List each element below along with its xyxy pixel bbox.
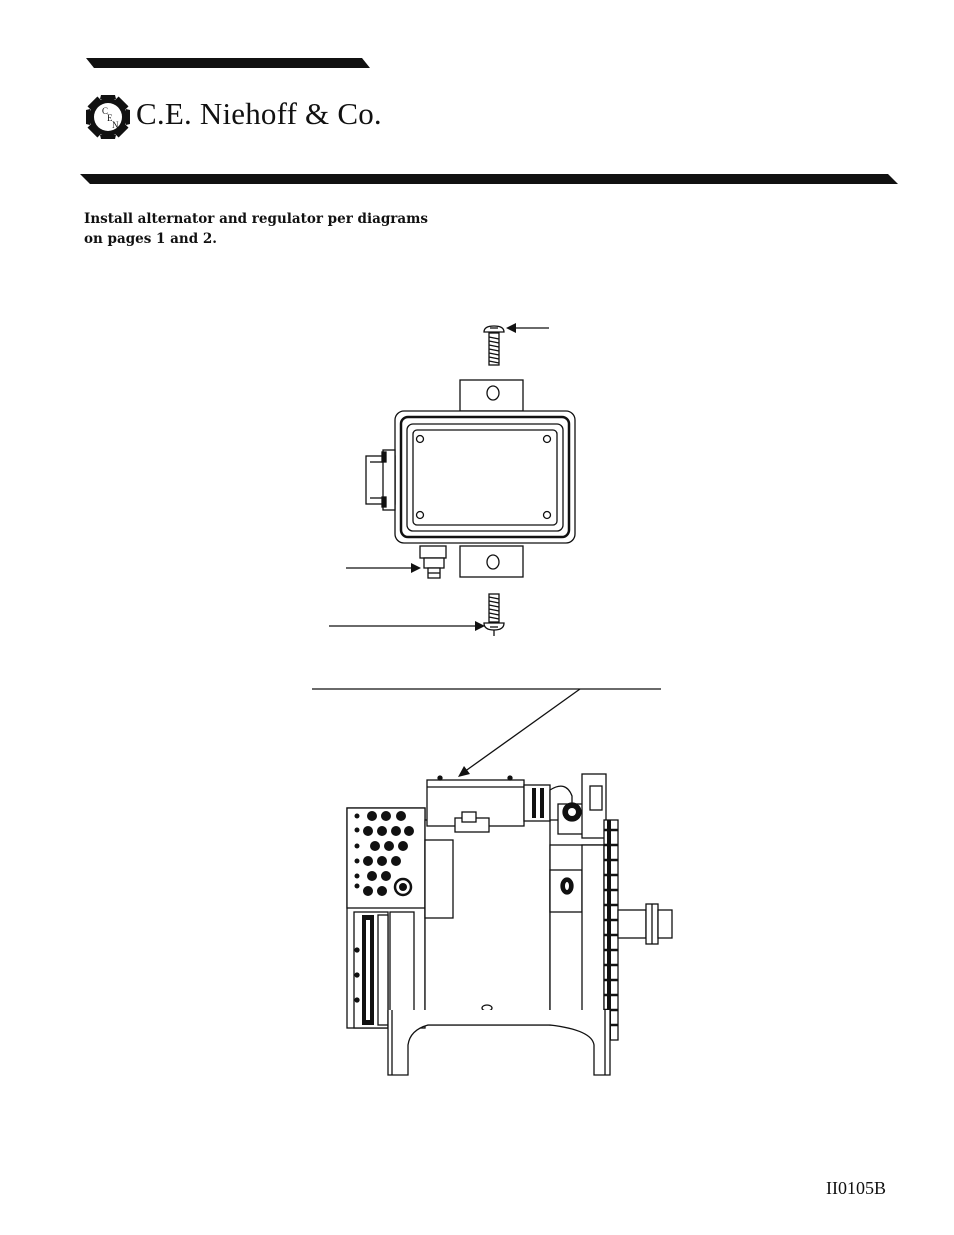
cooling-fan xyxy=(603,819,619,1041)
alternator-side-view-diagram xyxy=(346,773,673,1076)
logo-letter-c: C xyxy=(102,106,108,116)
top-mounting-tab xyxy=(459,379,524,412)
regulator-housing xyxy=(394,410,576,544)
mounting-feet xyxy=(387,1010,611,1076)
terminal-stud xyxy=(557,773,607,839)
header-top-bar xyxy=(86,58,370,68)
instructions-text: Install alternator and regulator per dia… xyxy=(84,209,428,249)
top-screw-icon xyxy=(483,325,505,366)
instructions-line-1: Install alternator and regulator per dia… xyxy=(84,211,429,227)
rectifier-vents xyxy=(354,811,414,896)
company-name: C.E. Niehoff & Co. xyxy=(136,96,382,131)
regulator-mounting-diagram xyxy=(329,323,576,636)
callout-leader xyxy=(312,688,661,777)
bottom-screw-icon xyxy=(483,593,505,636)
cen-gear-logo-icon: C E N xyxy=(86,95,130,139)
side-connector xyxy=(365,449,396,511)
logo-letter-n: N xyxy=(112,120,119,130)
logo-letter-e: E xyxy=(107,113,113,123)
bottom-mounting-tab xyxy=(459,545,524,578)
document-code: II0105B xyxy=(826,1178,886,1198)
instructions-line-2: on pages 1 and 2. xyxy=(84,231,217,247)
bottom-stud-nut xyxy=(419,545,447,579)
header-divider-bar xyxy=(80,174,898,184)
drive-shaft xyxy=(617,903,673,945)
